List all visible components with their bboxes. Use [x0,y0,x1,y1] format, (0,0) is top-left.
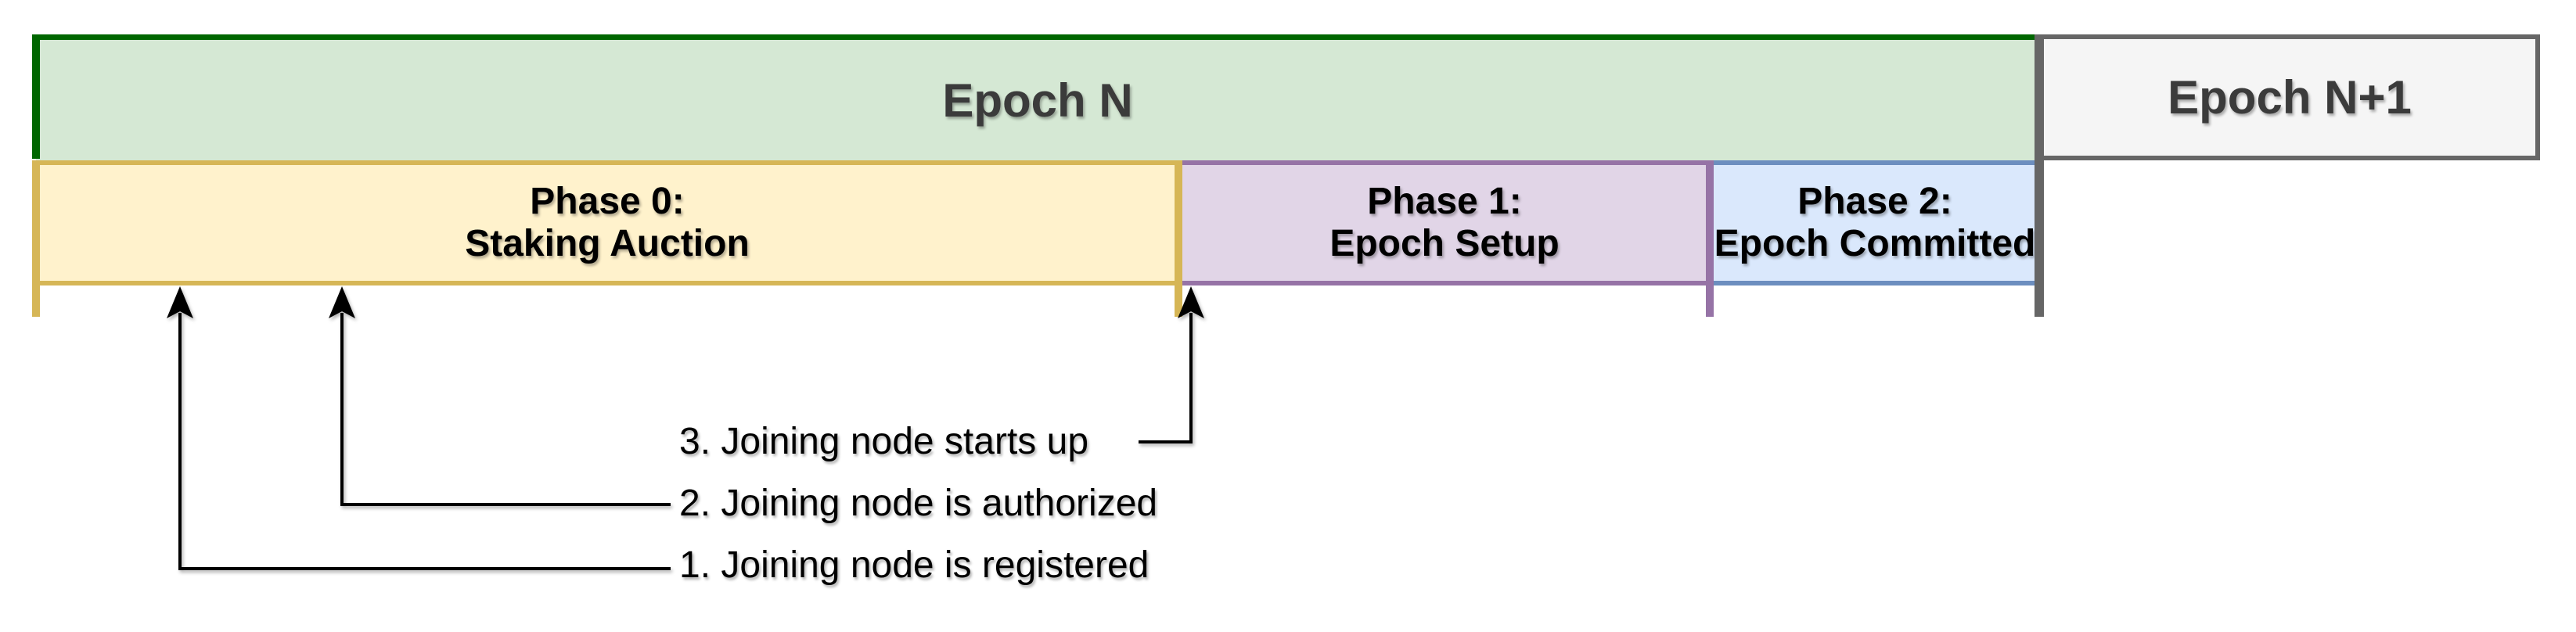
annotation-starts-up: 3. Joining node starts up [679,421,1089,462]
arrow-1-head [167,286,193,318]
epoch-boundary-divider [2035,34,2044,317]
arrow-2-head [329,286,355,318]
phase-2-subtitle: Epoch Committed [1714,223,2036,264]
arrow-2-line [340,313,671,506]
arrow-3 [1139,286,1204,443]
epoch-n-plus-1-label: Epoch N+1 [2168,71,2412,124]
arrow-1-line [178,313,671,570]
arrow-3-head [1178,286,1204,318]
epoch-n-label: Epoch N [942,74,1133,127]
epoch-n-start-marker [32,34,40,159]
phase-0-title: Phase 0: [530,181,685,222]
arrow-3-line [1139,313,1193,443]
phase-2-title: Phase 2: [1797,181,1952,222]
phase-1-subtitle: Epoch Setup [1329,223,1560,264]
phase-1-box: Phase 1: Epoch Setup [1178,160,1711,285]
phase-2-box: Phase 2: Epoch Committed [1711,160,2039,285]
phase-0-subtitle: Staking Auction [465,223,750,264]
phase-0-box: Phase 0: Staking Auction [36,160,1178,285]
phase-0-1-boundary-tail [1175,160,1182,317]
phase-1-title: Phase 1: [1367,181,1522,222]
phase-0-start-tail [32,160,40,317]
annotation-registered: 1. Joining node is registered [679,544,1149,586]
annotation-authorized: 2. Joining node is authorized [679,483,1158,524]
phase-1-2-boundary-tail [1706,160,1714,317]
epoch-n-bar: Epoch N [36,34,2039,160]
arrow-2 [329,286,671,506]
arrow-1 [167,286,671,570]
epoch-n-plus-1-box: Epoch N+1 [2039,34,2540,160]
